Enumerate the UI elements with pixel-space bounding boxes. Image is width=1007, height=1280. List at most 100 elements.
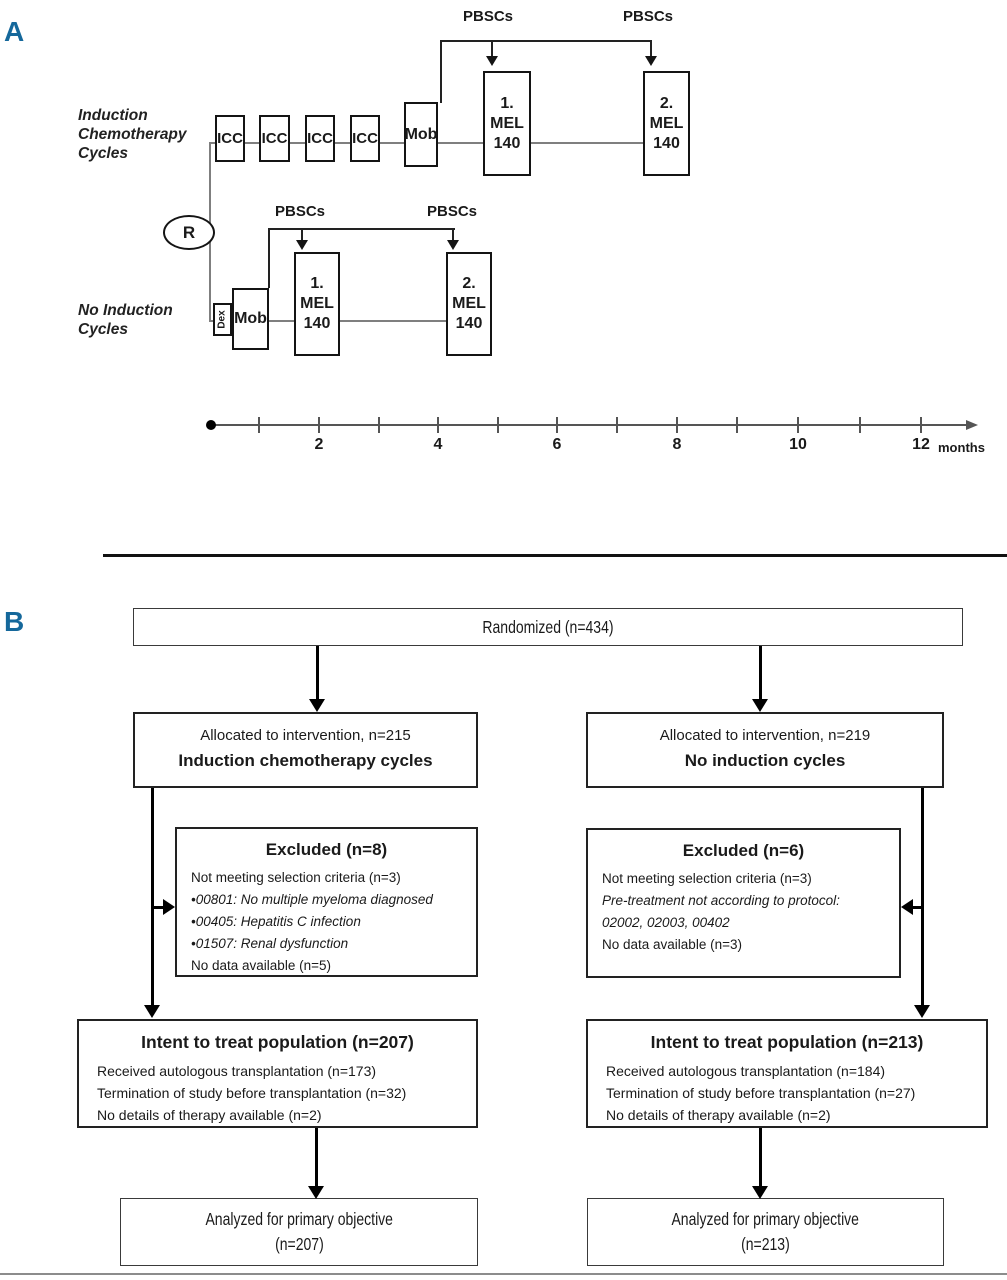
top-bracket-vertical xyxy=(440,40,442,103)
timeline-start-dot xyxy=(206,420,216,430)
arrowhead-itt-left xyxy=(144,1005,160,1018)
panel-divider xyxy=(103,554,1007,557)
analyzed-right-line2: (n=213) xyxy=(741,1234,790,1254)
excluded-right-title: Excluded (n=6) xyxy=(682,841,805,860)
icc-box-4: ICC xyxy=(350,115,380,162)
allocated-left-line1: Allocated to intervention, n=215 xyxy=(200,727,411,744)
induction-mel-link-line xyxy=(531,142,643,144)
bottom-bracket-horizontal xyxy=(268,228,455,230)
itt-right-box: Intent to treat population (n=213) Recei… xyxy=(586,1019,988,1128)
analyzed-left-box: Analyzed for primary objective (n=207) xyxy=(120,1198,478,1266)
itt-right-title: Intent to treat population (n=213) xyxy=(650,1032,924,1052)
arrowhead-alloc-right xyxy=(752,699,768,712)
itt-left-line: Received autologous transplantation (n=1… xyxy=(97,1063,377,1079)
timeline-tick xyxy=(556,417,558,433)
arrowhead-excluded-right xyxy=(901,899,913,915)
arrowhead-itt-right xyxy=(914,1005,930,1018)
top-pbsc-arrow1-head xyxy=(486,56,498,66)
bottom-pbsc-arrow2-head xyxy=(447,240,459,250)
connector-randomized-left xyxy=(316,646,319,700)
analyzed-left-line2: (n=207) xyxy=(274,1234,324,1254)
connector-excluded-left xyxy=(152,906,167,909)
allocated-right-box: Allocated to intervention, n=219 No indu… xyxy=(586,712,944,788)
analyzed-right-box: Analyzed for primary objective (n=213) xyxy=(587,1198,944,1266)
allocated-left-box: Allocated to intervention, n=215 Inducti… xyxy=(133,712,478,788)
arrowhead-analyzed-right xyxy=(752,1186,768,1199)
itt-right-line: No details of therapy available (n=2) xyxy=(606,1107,831,1123)
arrowhead-excluded-left xyxy=(163,899,175,915)
excluded-right-line: No data available (n=3) xyxy=(602,937,742,952)
timeline-tick xyxy=(318,417,320,433)
itt-right-line: Termination of study before transplantat… xyxy=(606,1085,916,1101)
mob-box-top: Mob xyxy=(404,102,438,167)
bottom-pbsc-arrow1-stem xyxy=(301,228,303,242)
timeline-arrowhead xyxy=(966,420,978,430)
itt-left-title: Intent to treat population (n=207) xyxy=(141,1032,414,1052)
icc-box-3: ICC xyxy=(305,115,335,162)
pbscs-label-bottom-2: PBSCs xyxy=(426,203,478,220)
mob-box-bottom: Mob xyxy=(232,288,269,350)
allocated-right-line2: No induction cycles xyxy=(684,751,846,770)
timeline-tick-label-4: 4 xyxy=(433,436,443,453)
excluded-left-line: •00405: Hepatitis C infection xyxy=(191,914,361,929)
itt-left-line: No details of therapy available (n=2) xyxy=(97,1107,322,1123)
excluded-right-line: Not meeting selection criteria (n=3) xyxy=(602,871,812,886)
dex-label: Dex xyxy=(217,310,229,329)
connector-spine-right xyxy=(921,788,924,1005)
icc-box-1: ICC xyxy=(215,115,245,162)
mel140-box-2-top: 2. MEL 140 xyxy=(643,71,690,176)
excluded-right-box: Excluded (n=6) Not meeting selection cri… xyxy=(586,828,901,978)
dex-box: Dex xyxy=(213,303,232,336)
pbscs-label-top-1: PBSCs xyxy=(462,8,514,25)
randomization-circle: R xyxy=(163,215,215,250)
itt-right-line: Received autologous transplantation (n=1… xyxy=(606,1063,886,1079)
timeline-tick xyxy=(736,417,738,433)
excluded-left-box: Excluded (n=8) Not meeting selection cri… xyxy=(175,827,478,977)
allocated-left-line2: Induction chemotherapy cycles xyxy=(178,751,433,770)
icc-box-2: ICC xyxy=(259,115,290,162)
timeline-tick xyxy=(920,417,922,433)
top-bracket-horizontal xyxy=(440,40,652,42)
timeline-tick xyxy=(859,417,861,433)
induction-row-label: Induction Chemotherapy Cycles xyxy=(78,107,187,162)
randomized-text: Randomized (n=434) xyxy=(482,616,614,637)
excluded-right-line: 02002, 02003, 00402 xyxy=(602,915,730,930)
excluded-left-title: Excluded (n=8) xyxy=(265,840,388,859)
timeline-tick xyxy=(437,417,439,433)
timeline-axis xyxy=(211,424,970,426)
timeline-tick-label-10: 10 xyxy=(789,436,807,453)
mel140-box-1-bottom: 1. MEL 140 xyxy=(294,252,340,356)
excluded-right-line: Pre-treatment not according to protocol: xyxy=(602,893,840,908)
arrowhead-alloc-left xyxy=(309,699,325,712)
pbscs-label-bottom-1: PBSCs xyxy=(274,203,326,220)
pbscs-label-top-2: PBSCs xyxy=(622,8,674,25)
panel-a-label: A xyxy=(4,16,25,47)
top-pbsc-arrow2-stem xyxy=(650,40,652,58)
top-pbsc-arrow1-stem xyxy=(491,40,493,58)
timeline-tick xyxy=(616,417,618,433)
connector-randomized-right xyxy=(759,646,762,700)
analyzed-right-line1: Analyzed for primary objective xyxy=(671,1209,860,1229)
bottom-divider xyxy=(0,1273,1007,1275)
timeline-tick-label-12: 12 xyxy=(912,436,930,453)
no-induction-row-label: No Induction Cycles xyxy=(78,302,173,338)
timeline-tick xyxy=(258,417,260,433)
mel140-box-2-bottom: 2. MEL 140 xyxy=(446,252,492,356)
timeline-unit-label: months xyxy=(938,440,985,455)
timeline-tick-label-2: 2 xyxy=(314,436,324,453)
analyzed-left-line1: Analyzed for primary objective xyxy=(205,1209,393,1229)
connector-analyzed-left xyxy=(315,1128,318,1186)
mel140-box-1-top: 1. MEL 140 xyxy=(483,71,531,176)
timeline-tick-label-8: 8 xyxy=(672,436,682,453)
excluded-left-line: •01507: Renal dysfunction xyxy=(191,936,349,951)
arrowhead-analyzed-left xyxy=(308,1186,324,1199)
bottom-pbsc-arrow2-stem xyxy=(452,228,454,242)
allocated-right-line1: Allocated to intervention, n=219 xyxy=(659,727,871,744)
timeline-tick xyxy=(797,417,799,433)
itt-left-line: Termination of study before transplantat… xyxy=(97,1085,407,1101)
excluded-left-line: No data available (n=5) xyxy=(191,958,331,973)
induction-row-line xyxy=(209,142,483,144)
top-pbsc-arrow2-head xyxy=(645,56,657,66)
panel-b-label: B xyxy=(4,606,25,637)
